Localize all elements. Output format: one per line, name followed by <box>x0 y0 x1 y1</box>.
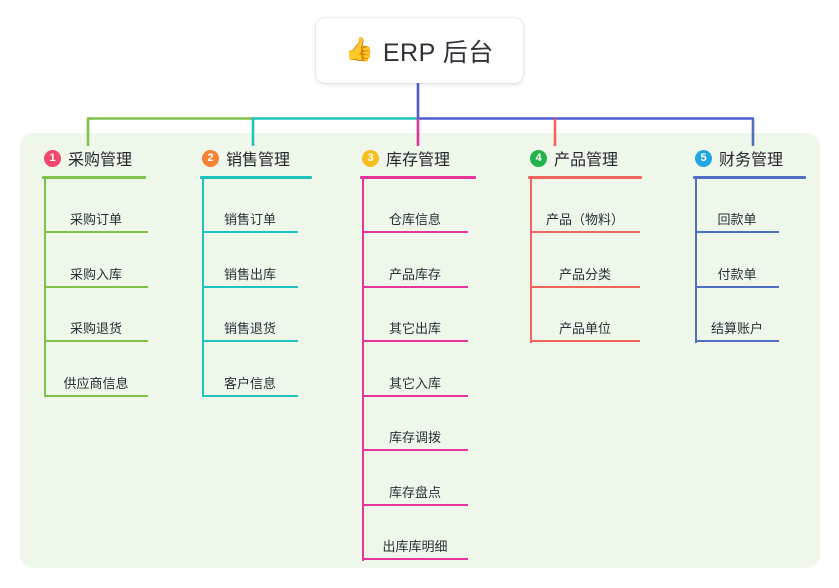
column-header-3[interactable]: 3 库存管理 <box>360 146 476 170</box>
leaf-item[interactable]: 库存调拨 <box>362 397 468 451</box>
diagram-panel <box>20 133 820 568</box>
leaf-item-label: 销售订单 <box>223 212 276 227</box>
column-4: 4 产品管理产品（物料） 产品分类产品单位 <box>528 146 642 343</box>
leaf-item-rule <box>44 285 148 288</box>
leaf-item-label: 库存盘点 <box>388 484 441 500</box>
leaf-item[interactable]: 产品库存 <box>362 234 468 288</box>
leaf-item-label: 供应商信息 <box>63 375 129 391</box>
leaf-item-label: 产品库存 <box>388 266 441 282</box>
root-node[interactable]: 👍 ERP 后台 <box>316 18 523 83</box>
column-header-1[interactable]: 1 采购管理 <box>42 146 146 170</box>
column-badge-5: 5 <box>695 149 712 167</box>
column-5: 5 财务管理回款单付款单结算账户 <box>693 146 806 343</box>
column-header-4[interactable]: 4 产品管理 <box>528 146 642 170</box>
leaf-item-label: 采购退货 <box>69 321 122 336</box>
leaf-item[interactable]: 产品单位 <box>530 288 640 342</box>
leaf-item-rule <box>695 231 779 233</box>
leaf-item-rule <box>202 231 298 233</box>
column-header-rule-5 <box>693 176 806 179</box>
column-badge-2: 2 <box>202 149 219 167</box>
leaf-item-rule <box>362 340 468 342</box>
leaf-item-label: 销售出库 <box>223 266 276 282</box>
leaf-item-rule <box>530 231 640 233</box>
leaf-item-rule <box>362 503 468 506</box>
leaf-item-label: 产品（物料） <box>545 212 624 227</box>
leaf-item[interactable]: 销售出库 <box>202 234 298 288</box>
leaf-item[interactable]: 销售订单 <box>202 179 298 233</box>
leaf-item-rule <box>695 340 779 342</box>
leaf-item[interactable]: 客户信息 <box>202 343 298 397</box>
leaf-item-rule <box>695 285 779 288</box>
leaf-item[interactable]: 付款单 <box>695 234 779 288</box>
leaf-item[interactable]: 出库库明细 <box>362 506 468 560</box>
root-node-title: ERP 后台 <box>382 38 494 67</box>
column-1: 1 采购管理采购订单采购入库采购退货供应商信息 <box>42 146 148 397</box>
leaf-item-label: 付款单 <box>717 266 757 282</box>
leaf-item-label: 采购入库 <box>69 266 122 282</box>
leaf-item-label: 客户信息 <box>223 375 276 391</box>
leaf-item[interactable]: 回款单 <box>695 179 779 233</box>
leaf-item[interactable]: 销售退货 <box>202 288 298 342</box>
leaf-item[interactable]: 库存盘点 <box>362 452 468 506</box>
leaf-item-label: 回款单 <box>717 212 757 227</box>
column-badge-3: 3 <box>362 149 379 167</box>
column-badge-1: 1 <box>44 149 61 167</box>
leaf-item[interactable]: 结算账户 <box>695 288 779 342</box>
column-title-3: 库存管理 <box>386 152 451 169</box>
column-spine-1 <box>44 179 46 397</box>
thumbs-up-icon: 👍 <box>345 36 374 62</box>
column-3: 3 库存管理仓库信息产品库存其它出库其它入库库存调拨库存盘点出库库明细 <box>360 146 476 561</box>
column-spine-2 <box>202 179 204 397</box>
column-header-5[interactable]: 5 财务管理 <box>693 146 806 170</box>
leaf-item-rule <box>202 340 298 342</box>
leaf-item[interactable]: 其它入库 <box>362 343 468 397</box>
leaf-item-rule <box>362 558 468 560</box>
leaf-item-label: 其它入库 <box>388 375 441 391</box>
leaf-item-label: 产品分类 <box>558 266 611 282</box>
leaf-item[interactable]: 采购订单 <box>44 179 148 233</box>
leaf-item-label: 产品单位 <box>558 321 611 336</box>
leaf-item[interactable]: 采购入库 <box>44 234 148 288</box>
leaf-item-rule <box>530 340 640 342</box>
leaf-item-label: 出库库明细 <box>382 539 448 554</box>
leaf-item-rule <box>362 394 468 397</box>
leaf-item[interactable]: 产品分类 <box>530 234 640 288</box>
leaf-item-rule <box>44 394 148 397</box>
leaf-item-label: 采购订单 <box>69 212 122 227</box>
column-badge-4: 4 <box>530 149 547 167</box>
leaf-item-rule <box>530 285 640 288</box>
column-header-rule-1 <box>42 176 146 179</box>
column-header-rule-3 <box>360 176 476 179</box>
leaf-item-rule <box>202 394 298 397</box>
leaf-item-rule <box>44 340 148 342</box>
leaf-item-label: 结算账户 <box>710 321 763 336</box>
leaf-item-label: 销售退货 <box>223 321 276 336</box>
leaf-item-rule <box>44 231 148 233</box>
column-spine-3 <box>362 179 364 561</box>
leaf-item-label: 其它出库 <box>388 321 441 336</box>
leaf-item[interactable]: 采购退货 <box>44 288 148 342</box>
leaf-item[interactable]: 仓库信息 <box>362 179 468 233</box>
column-spine-4 <box>530 179 532 343</box>
leaf-item-label: 库存调拨 <box>388 430 441 445</box>
leaf-item[interactable]: 供应商信息 <box>44 343 148 397</box>
column-spine-5 <box>695 179 697 343</box>
column-header-2[interactable]: 2 销售管理 <box>200 146 312 170</box>
column-title-1: 采购管理 <box>68 152 133 169</box>
column-title-2: 销售管理 <box>226 152 291 169</box>
leaf-item-rule <box>362 285 468 288</box>
leaf-item[interactable]: 其它出库 <box>362 288 468 342</box>
leaf-item-rule <box>202 285 298 288</box>
column-header-rule-2 <box>200 176 312 179</box>
leaf-item[interactable]: 产品（物料） <box>530 179 640 233</box>
leaf-item-label: 仓库信息 <box>388 212 441 227</box>
column-2: 2 销售管理销售订单销售出库销售退货客户信息 <box>200 146 312 397</box>
column-title-5: 财务管理 <box>719 152 784 169</box>
column-title-4: 产品管理 <box>554 152 619 169</box>
leaf-item-rule <box>362 231 468 233</box>
leaf-item-rule <box>362 449 468 451</box>
column-header-rule-4 <box>528 176 642 179</box>
